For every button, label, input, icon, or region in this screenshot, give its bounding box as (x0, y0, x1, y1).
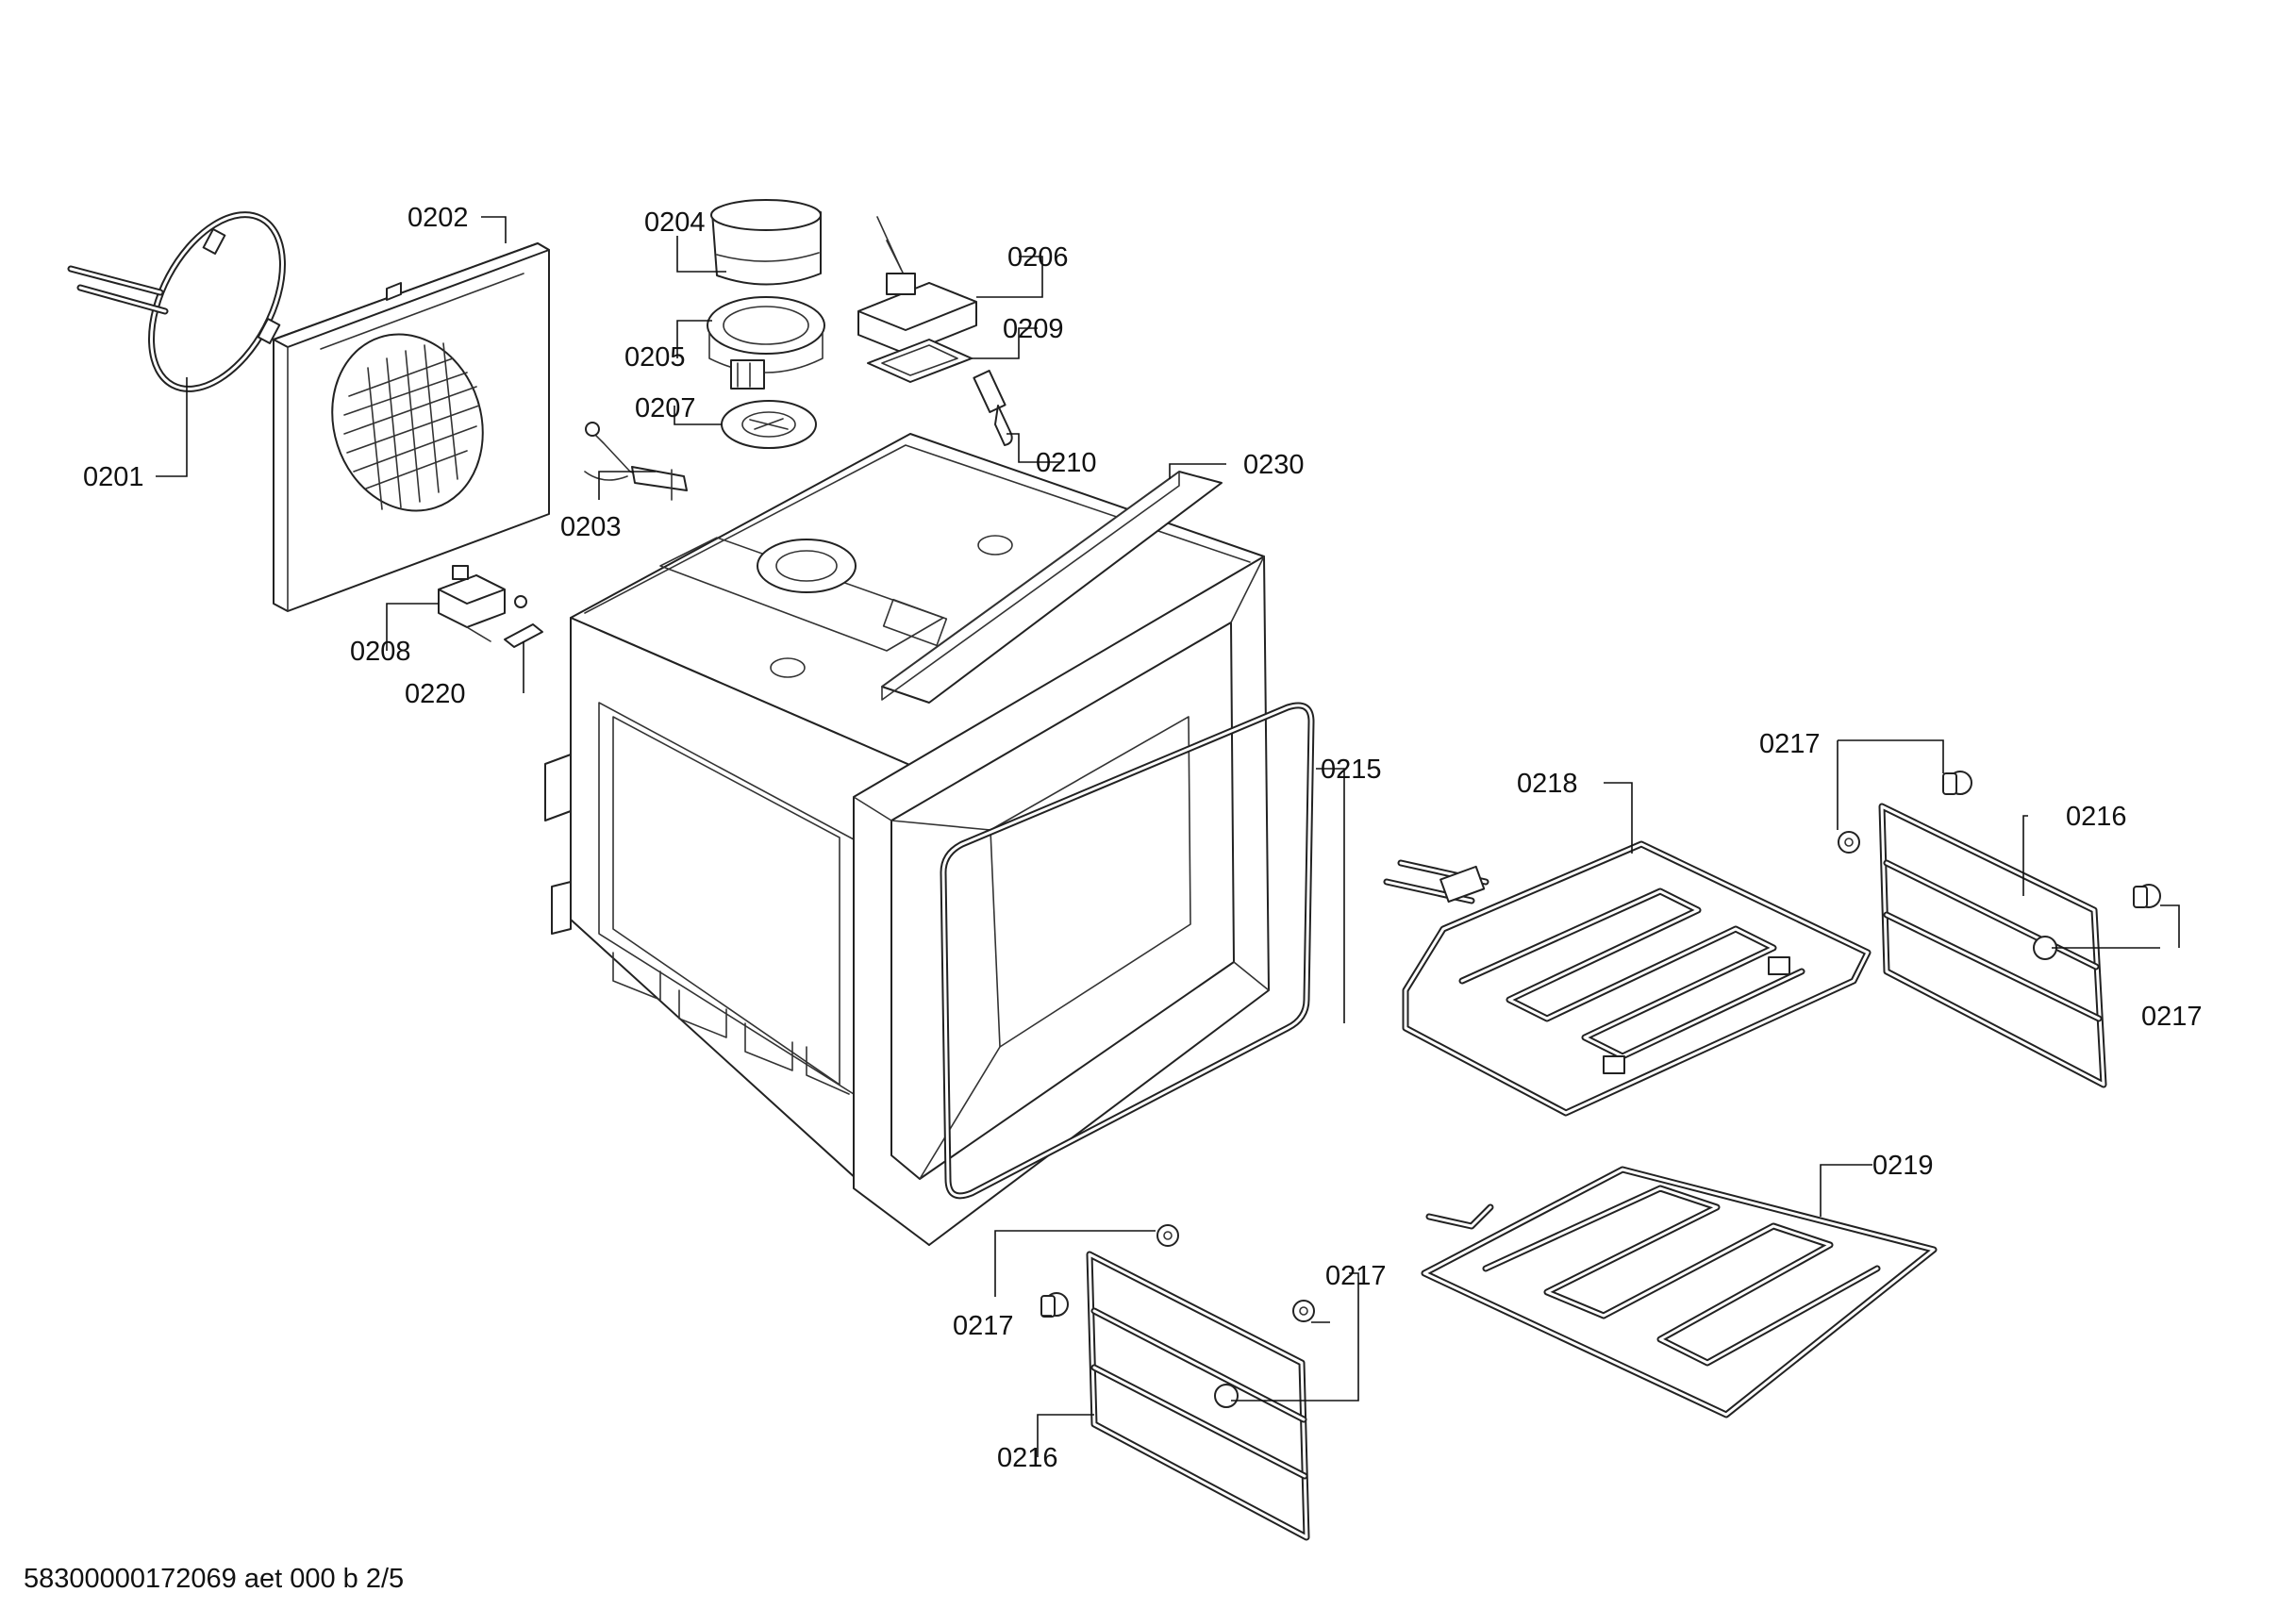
callout-0209: 0209 (1003, 314, 1064, 344)
part-0209-gasket-plate[interactable] (867, 339, 973, 383)
callout-0210: 0210 (1036, 448, 1097, 478)
part-0203-temperature-sensor[interactable] (584, 422, 688, 501)
part-0216-left-side-rack[interactable] (1086, 1251, 1310, 1541)
part-0217-fastener-a[interactable] (1942, 771, 1972, 795)
part-0217-fastener-c[interactable] (2133, 884, 2161, 908)
callout-0206: 0206 (1007, 242, 1069, 273)
part-0217-fastener-d[interactable] (1156, 1224, 1179, 1247)
leader-lines (156, 216, 2180, 1457)
part-0230-front-top-strip[interactable] (881, 471, 1223, 704)
callout-0202: 0202 (408, 203, 469, 233)
callout-0205: 0205 (624, 342, 686, 373)
part-0205-fan-motor[interactable] (707, 296, 825, 390)
oven-front-frame[interactable] (853, 556, 1270, 1246)
callout-0215: 0215 (1321, 755, 1382, 785)
part-0218-top-heating-element[interactable] (1383, 840, 1872, 1117)
part-0210-oven-lamp[interactable] (973, 370, 1013, 446)
part-0206-switch-unit[interactable] (857, 216, 977, 355)
fan-grille-hatching (343, 342, 480, 510)
part-0215-door-seal-gasket[interactable] (940, 702, 1315, 1200)
callout-labels: 0201 0202 0204 0205 0206 0207 0209 0210 … (83, 203, 2203, 1473)
callout-0217-top: 0217 (1759, 729, 1821, 759)
callout-0204: 0204 (644, 207, 706, 238)
part-0204-fan-cover[interactable] (710, 199, 822, 286)
callout-0217-right: 0217 (2141, 1002, 2203, 1032)
part-0217-fastener-f[interactable] (1292, 1300, 1315, 1322)
callout-0207: 0207 (635, 393, 696, 423)
callout-0217-left: 0217 (953, 1311, 1014, 1341)
callout-0201: 0201 (83, 462, 144, 492)
callout-0219: 0219 (1872, 1151, 1934, 1181)
part-0202-rear-fan-panel[interactable] (273, 242, 550, 612)
document-code: 58300000172069 aet 000 b 2/5 (24, 1564, 404, 1594)
part-0217-fastener-b[interactable] (1838, 831, 1860, 854)
callout-0216-left: 0216 (997, 1443, 1058, 1473)
callout-0220: 0220 (405, 679, 466, 709)
callout-0218: 0218 (1517, 769, 1578, 799)
part-0208-connector-block[interactable] (438, 565, 506, 642)
callout-0230: 0230 (1243, 450, 1305, 480)
oven-cavity-housing[interactable] (544, 433, 1265, 1246)
callout-0217-center: 0217 (1325, 1261, 1387, 1291)
part-0207-fan-wheel[interactable] (721, 400, 817, 449)
part-0201-circular-heating-element[interactable] (67, 192, 309, 410)
part-0217-fastener-e[interactable] (1040, 1292, 1069, 1318)
callout-0208: 0208 (350, 637, 411, 667)
callout-0216-right: 0216 (2066, 802, 2127, 832)
callout-0203: 0203 (560, 512, 622, 542)
part-0220-small-bracket[interactable] (504, 595, 543, 648)
part-0216-right-side-rack[interactable] (1878, 803, 2107, 1088)
part-0219-bottom-heating-element[interactable] (1421, 1166, 1938, 1418)
